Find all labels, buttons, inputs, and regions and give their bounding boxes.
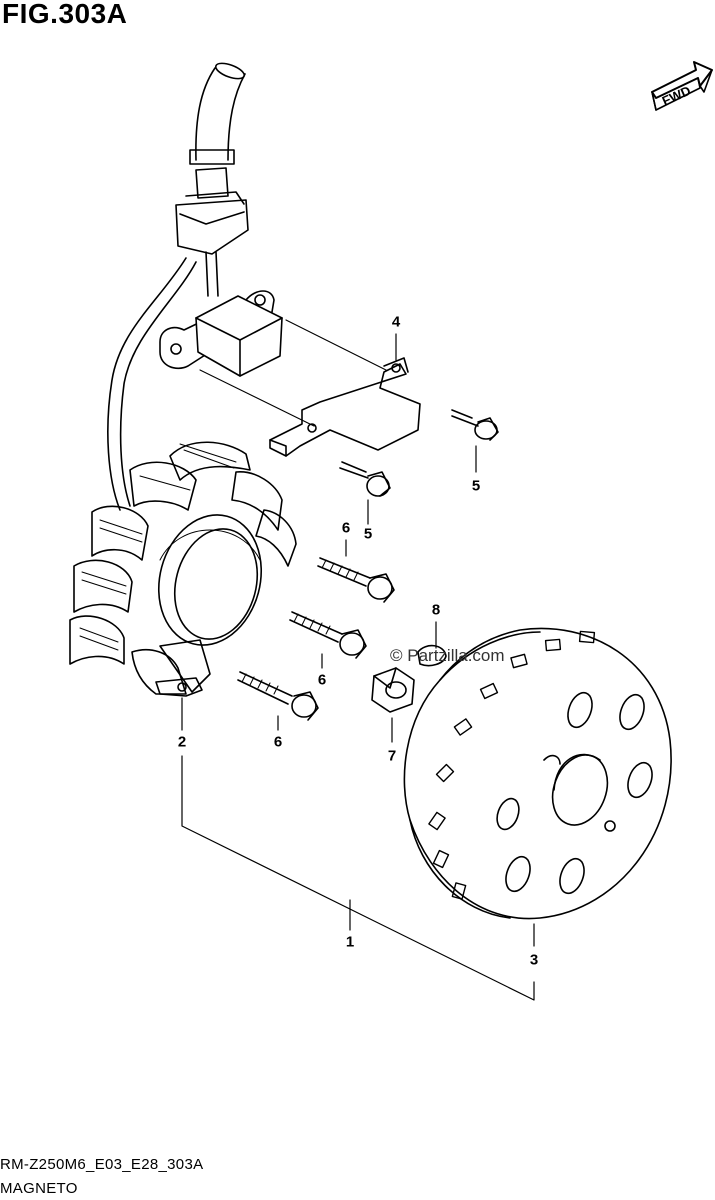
wire-harness [107, 62, 249, 511]
callout-5-upper: 5 [471, 477, 481, 495]
callout-6-top: 6 [341, 519, 351, 537]
callout-8: 8 [431, 601, 441, 619]
screw-lower [339, 461, 391, 497]
callout-3: 3 [529, 951, 539, 969]
bolt-top [317, 557, 395, 603]
flywheel-rotor [403, 627, 672, 920]
callout-5-lower: 5 [363, 525, 373, 543]
fwd-arrow-icon [651, 61, 713, 111]
diagram-code: RM-Z250M6_E03_E28_303A [0, 1156, 204, 1173]
callout-6-bottom: 6 [273, 733, 283, 751]
stator [69, 441, 297, 697]
watermark: © Partzilla.com [390, 646, 505, 665]
figure-title: FIG.303A [2, 0, 128, 29]
pulser-coil [159, 290, 283, 377]
bolt-middle [289, 611, 367, 659]
callout-6-middle: 6 [317, 671, 327, 689]
bracket [269, 357, 421, 457]
woodruff-key [417, 644, 447, 667]
bolt-bottom [237, 671, 319, 721]
callout-2: 2 [177, 733, 187, 751]
callout-1: 1 [345, 933, 355, 951]
leader-lines [181, 333, 535, 1001]
rotor-nut [371, 667, 415, 713]
section-name: MAGNETO [0, 1180, 78, 1197]
callout-7: 7 [387, 747, 397, 765]
guide-lines [199, 319, 387, 427]
screw-upper-right [451, 409, 499, 441]
callout-4: 4 [391, 313, 401, 331]
